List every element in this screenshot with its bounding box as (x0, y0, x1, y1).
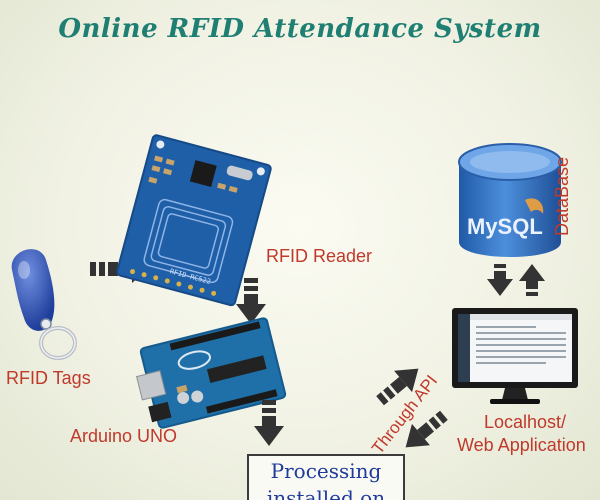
localhost-label-line-1: Localhost/ (483, 412, 567, 432)
processing-line-2: installed on (266, 486, 386, 500)
database-icon: MySQL (458, 143, 562, 257)
arduino-board-icon (135, 317, 287, 429)
arrow-icon (254, 400, 284, 446)
database-label: DataBase (552, 156, 572, 236)
processing-box: Processing installed on (247, 454, 405, 500)
mysql-logo-text: MySQL (467, 214, 543, 239)
rfid-tag-icon (11, 249, 77, 360)
rfid-reader-icon: RFID-RC522 (116, 134, 272, 307)
arrow-icon (376, 368, 419, 406)
localhost-label-line-2: Web Application (457, 435, 586, 455)
diagram-title: Online RFID Attendance System (58, 14, 542, 44)
arrow-icon (405, 410, 448, 448)
arduino-label: Arduino UNO (70, 426, 178, 446)
rfid-tags-label: RFID Tags (6, 368, 91, 388)
arrow-icon (236, 278, 266, 324)
arrow-icon (487, 264, 545, 296)
rfid-reader-label: RFID Reader (266, 246, 373, 266)
processing-line-1: Processing (270, 459, 382, 483)
monitor-icon (452, 308, 578, 404)
